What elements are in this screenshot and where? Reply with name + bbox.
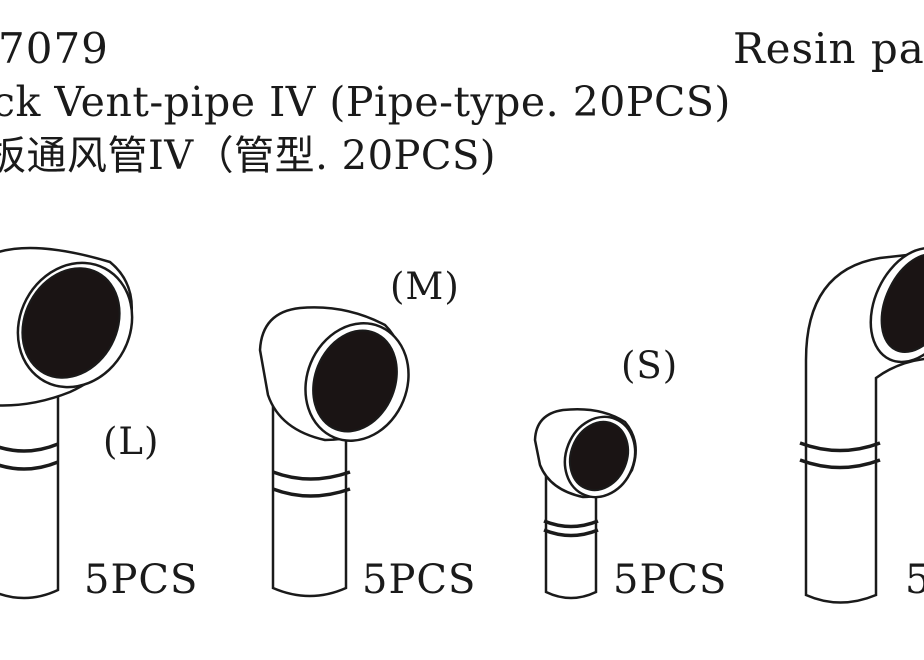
size-label-medium: (M) [390,265,460,308]
material-category: Resin pa [733,24,924,73]
quantity-medium: 5PCS [362,557,477,603]
size-label-small: (S) [621,344,679,387]
quantity-large: 5PCS [84,557,199,603]
vent-pipe-small-drawing [533,407,637,600]
product-title-chinese: 板通风管IV（管型. 20PCS) [0,133,497,179]
quantity-small: 5PCS [613,557,728,603]
vent-pipe-large-drawing [0,246,134,600]
quantity-bent: 5 [905,557,924,603]
product-title-english: ck Vent-pipe IV (Pipe-type. 20PCS) [0,78,731,126]
vent-pipe-bent-drawing [799,246,924,604]
size-label-large: (L) [103,420,160,463]
product-code: 7079 [0,24,109,73]
vent-pipe-medium-drawing [258,306,410,598]
